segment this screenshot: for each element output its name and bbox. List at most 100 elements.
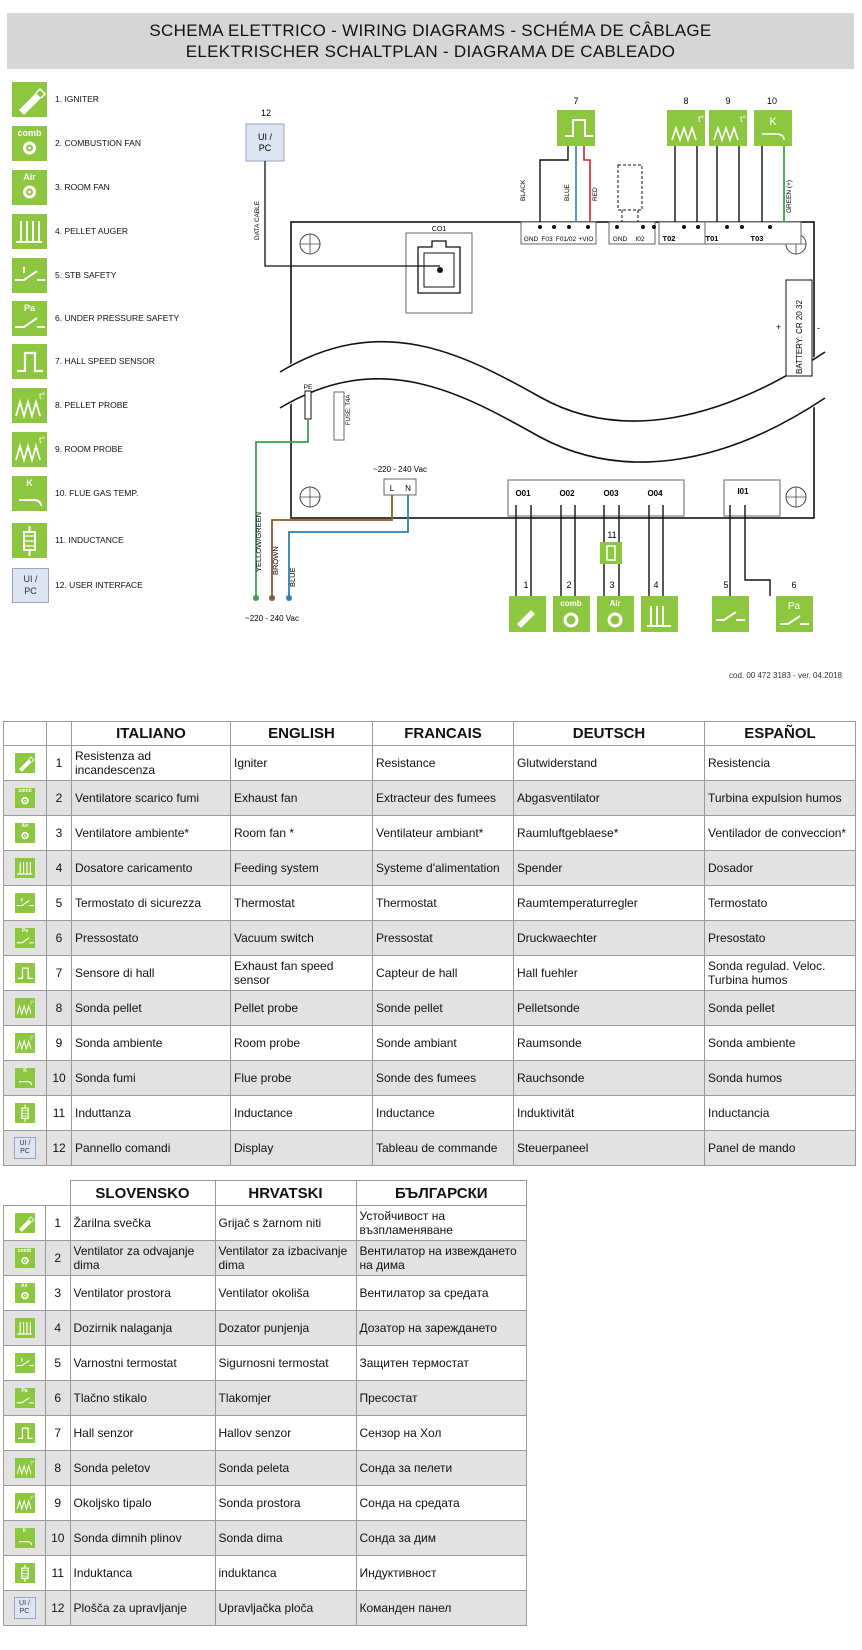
legend-label: 9. ROOM PROBE [55, 444, 124, 454]
table-cell: Команден панел [355, 1590, 527, 1626]
table-cell: Sonda humos [704, 1060, 856, 1096]
inductance-icon [14, 1563, 35, 1583]
fuse [333, 391, 345, 441]
table-cell: Upravljačka ploča [214, 1590, 357, 1626]
wiring-diagram: CO1 12 UI / PC DATA CABLE GND F03 F01/02… [245, 96, 826, 632]
ui-pc-box [245, 123, 285, 162]
row-number: 12 [46, 1130, 72, 1166]
legend-item: t°9. ROOM PROBE [12, 432, 242, 468]
table-cell: Thermostat [230, 885, 373, 921]
legend-label: 6. UNDER PRESSURE SAFETY [55, 313, 180, 323]
row-icon-cell: t° [3, 1485, 46, 1521]
legend-label: 12. USER INTERFACE [55, 580, 143, 590]
header-bulgarian: БЪЛГАРСКИ [355, 1180, 527, 1206]
table-cell: Resistencia [704, 745, 856, 781]
svg-text:O01: O01 [515, 489, 531, 498]
svg-text:T02: T02 [663, 234, 676, 243]
row-icon-cell: t° [3, 1450, 46, 1486]
table-cell: Sonda fumi [71, 1060, 231, 1096]
stb-safety-icon [12, 258, 47, 293]
svg-text:t°: t° [30, 1495, 33, 1501]
row-number: 1 [45, 1205, 71, 1241]
table-cell: Rauchsonde [513, 1060, 705, 1096]
row-number: 3 [45, 1275, 71, 1311]
table-cell: Inductance [230, 1095, 373, 1131]
table-cell: Induttanza [71, 1095, 231, 1131]
svg-text:+: + [776, 322, 781, 332]
room-probe-icon: t° [14, 1493, 35, 1513]
header-italiano: ITALIANO [71, 721, 231, 746]
legend-label: 3. ROOM FAN [55, 182, 110, 192]
svg-text:I01: I01 [737, 487, 749, 496]
pressure-device [776, 596, 813, 632]
page-header: SCHEMA ELETTRICO - WIRING DIAGRAMS - SCH… [7, 13, 854, 69]
document-code: cod. 00 472 3183 - ver. 04.2018 [729, 671, 842, 680]
table-cell: Capteur de hall [372, 955, 514, 991]
svg-text:YELLOW/GREEN: YELLOW/GREEN [254, 512, 263, 572]
table-cell: Устойчивост на възпламеняване [355, 1205, 527, 1241]
table-cell: Room fan * [230, 815, 373, 851]
table-cell: Termostato [704, 885, 856, 921]
svg-text:~220 - 240 Vac: ~220 - 240 Vac [373, 465, 427, 474]
table-cell: Room probe [230, 1025, 373, 1061]
svg-text:O02: O02 [559, 489, 575, 498]
table-cell: Pannello comandi [71, 1130, 231, 1166]
table-cell: Индуктивност [355, 1555, 527, 1591]
table-cell: Пресостат [355, 1380, 527, 1416]
svg-text:RED: RED [592, 187, 599, 201]
table-cell: Induktivität [513, 1095, 705, 1131]
svg-text:t°: t° [698, 114, 705, 124]
header-deutsch: DEUTSCH [513, 721, 705, 746]
svg-text:L: L [390, 484, 395, 493]
table-cell: Ventilador de conveccion* [704, 815, 856, 851]
table-cell: Exhaust fan [230, 780, 373, 816]
flue-gas-icon: K [14, 1528, 35, 1548]
table-cell: Сонда за пелети [355, 1450, 527, 1486]
svg-text:-: - [817, 323, 820, 333]
table-cell: Вентилатор за средата [355, 1275, 527, 1311]
table-cell: Ventilator za izbacivanje dima [214, 1240, 357, 1276]
legend-label: 4. PELLET AUGER [55, 226, 129, 236]
table-cell: Dozirnik nalaganja [69, 1310, 216, 1346]
legend-item: 1. IGNITER [12, 82, 242, 118]
table-cell: Steuerpaneel [513, 1130, 705, 1166]
svg-text:GND: GND [613, 236, 628, 243]
pellet-auger-icon [15, 858, 35, 878]
user-interface-icon: UI /PC [14, 1137, 36, 1159]
stb-safety-icon [14, 1353, 35, 1373]
row-number: 5 [46, 885, 72, 921]
flue-probe-box [754, 110, 792, 146]
row-icon-cell: K [3, 1060, 47, 1096]
row-number: 7 [46, 955, 72, 991]
row-icon-cell [3, 745, 47, 781]
svg-text:+VIO: +VIO [579, 236, 594, 243]
svg-text:O03: O03 [603, 489, 619, 498]
legend-label: 8. PELLET PROBE [55, 400, 129, 410]
row-icon-cell [3, 1205, 46, 1241]
row-icon-cell [3, 1415, 46, 1451]
table-cell: Ventilateur ambiant* [372, 815, 514, 851]
svg-text:T03: T03 [751, 234, 764, 243]
svg-text:2: 2 [566, 580, 571, 590]
row-icon-cell: t° [3, 990, 47, 1026]
svg-text:comb: comb [560, 599, 581, 608]
table-cell: Sonda dimnih plinov [69, 1520, 216, 1556]
table-cell: Panel de mando [704, 1130, 856, 1166]
svg-text:FUSE: T4A: FUSE: T4A [346, 395, 352, 425]
svg-text:5: 5 [723, 580, 728, 590]
legend-item: 5. STB SAFETY [12, 258, 242, 294]
table-cell: Tableau de commande [372, 1130, 514, 1166]
row-number: 11 [45, 1555, 71, 1591]
table-cell: Sonda pellet [704, 990, 856, 1026]
svg-text:BLUE: BLUE [288, 567, 297, 587]
hall-sensor-box [557, 110, 595, 146]
translation-table-1: ITALIANO ENGLISH FRANCAIS DEUTSCH ESPAÑO… [3, 721, 856, 1166]
svg-text:t°: t° [39, 391, 46, 401]
